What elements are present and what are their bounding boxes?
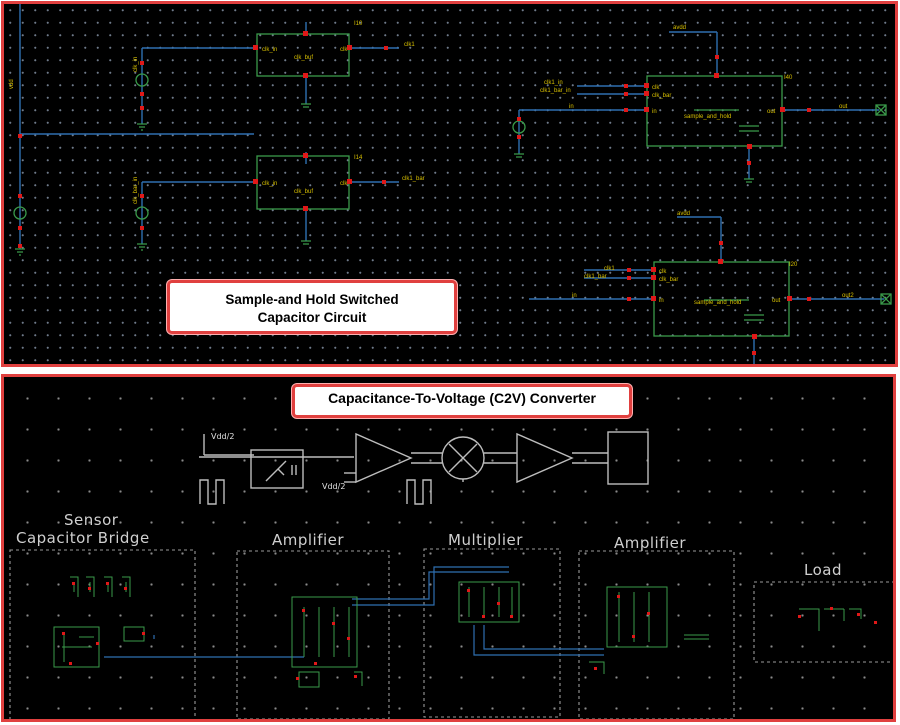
c2v-callout: Capacitance-To-Voltage (C2V) Converter — [292, 384, 632, 418]
sh1-vdd: avdd — [673, 25, 686, 31]
sh2-name: sample_and_hold — [694, 300, 741, 306]
amplifier2-label: Amplifier — [614, 534, 686, 552]
multiplier-label: Multiplier — [448, 531, 523, 549]
buffer1-instance: I10 — [354, 21, 363, 27]
buffer2-in-pin: clk_in — [262, 181, 277, 187]
sh1-pin-clk: clk — [652, 85, 660, 91]
sh2-net-clk: clk1 — [604, 266, 615, 272]
sh2-vdd: avdd — [677, 211, 690, 217]
sh2-pin-in: in — [659, 298, 664, 304]
vdd-half-label-bottom: Vdd/2 — [322, 482, 345, 491]
sh2-net-out: out2 — [842, 293, 854, 299]
sh1-net-clk: clk1_in — [544, 80, 563, 86]
vdd-half-label-top: Vdd/2 — [211, 432, 234, 441]
sh2-instance: I20 — [789, 262, 798, 268]
buffer1-in-pin: clk_in — [262, 47, 277, 53]
sh1-net-in: in — [569, 104, 574, 110]
buffer2-net-out: clk1_bar — [402, 176, 425, 182]
amplifier1-label: Amplifier — [272, 531, 344, 549]
sh1-pin-out: out — [767, 109, 776, 115]
sh2-net-in: in — [572, 293, 577, 299]
buffer1-source: clk_in — [133, 57, 139, 72]
sh2-net-clkbar: clk1_bar — [584, 274, 607, 280]
sh2-pin-clkbar: clk_bar — [659, 277, 678, 283]
buffer1-net-out: clk1 — [404, 42, 415, 48]
buffer2-source: clk_bar_in — [133, 177, 139, 204]
sample-hold-callout-line2: Capacitor Circuit — [257, 310, 367, 325]
buffer2-out-pin: clk — [340, 181, 348, 187]
layout-grid — [4, 377, 893, 719]
sh1-net-clkbar: clk1_bar_in — [540, 88, 571, 94]
vdd-rail-label: vdd — [9, 79, 15, 89]
capacitor-bridge-label: Capacitor Bridge — [16, 529, 150, 547]
sample-hold-callout-line1: Sample-and Hold Switched — [225, 292, 399, 307]
load-label: Load — [804, 561, 842, 579]
sh1-pin-clkbar: clk_bar — [652, 93, 671, 99]
sh1-net-out: out — [839, 104, 848, 110]
sample-hold-callout: Sample-and Hold Switched Capacitor Circu… — [167, 280, 457, 334]
c2v-layout-panel: Vdd/2 Vdd/2 Sensor Capacitor Bridge Ampl… — [1, 374, 896, 722]
sh1-pin-in: in — [652, 109, 657, 115]
sensor-block-label: Sensor — [64, 511, 119, 529]
sample-hold-schematic: vdd I10 clk_in clk_buf clk clk1 clk_in I… — [9, 4, 892, 364]
buffer1-out-pin: clk — [340, 47, 348, 53]
buffer2-name: clk_buf — [294, 189, 313, 195]
sh1-name: sample_and_hold — [684, 114, 731, 120]
buffer1-name: clk_buf — [294, 55, 313, 61]
sh1-instance: I40 — [784, 75, 793, 81]
sh2-pin-out: out — [772, 298, 781, 304]
sh2-pin-clk: clk — [659, 269, 667, 275]
buffer2-instance: I14 — [354, 155, 363, 161]
c2v-block-diagram: Vdd/2 Vdd/2 Sensor Capacitor Bridge Ampl… — [9, 431, 893, 719]
